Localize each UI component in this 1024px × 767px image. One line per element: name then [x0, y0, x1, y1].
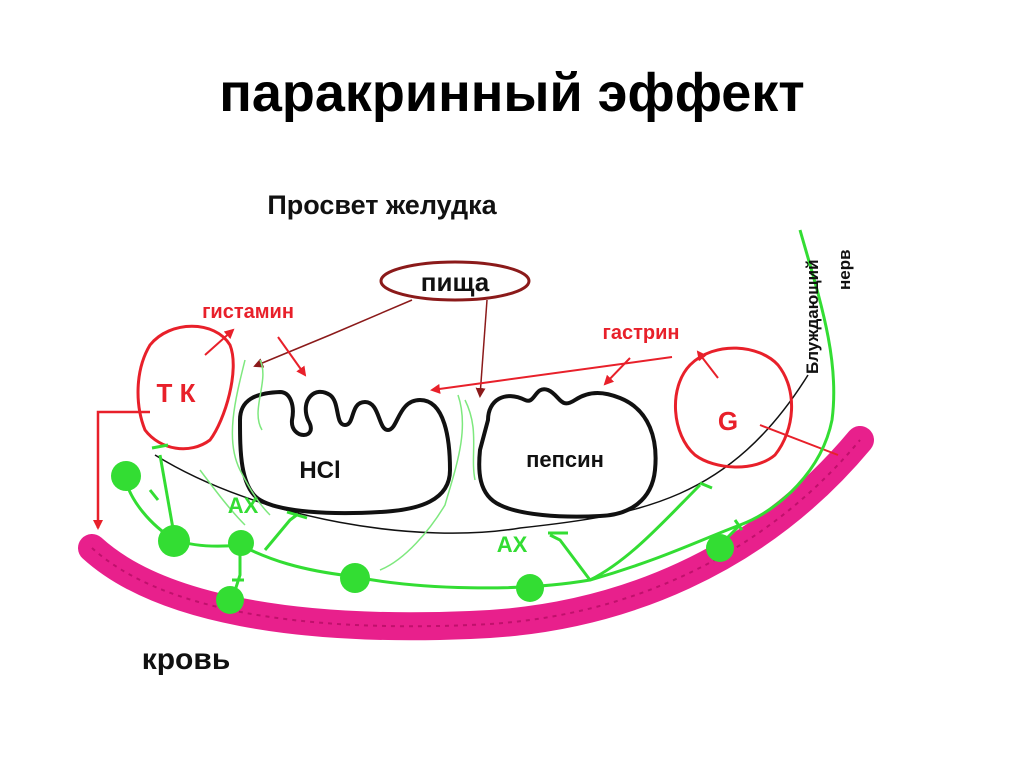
gastrin-arrow-long — [432, 357, 672, 390]
vagus-label-line2: нерв — [835, 249, 854, 290]
food-label: пища — [421, 267, 490, 297]
histamine-label: гистамин — [202, 301, 294, 323]
ach-label-right: АХ — [497, 532, 528, 557]
blood-label: кровь — [142, 643, 231, 676]
hcl-cell — [240, 392, 450, 513]
gastrin-arrow-out — [698, 352, 718, 378]
pepsin-cell-label: пепсин — [526, 447, 604, 472]
hcl-cell-label: HCl — [299, 457, 340, 484]
g-cell-label: G — [718, 406, 738, 436]
neuron-body — [228, 530, 254, 556]
tk-cell-label: Т К — [157, 378, 196, 408]
histamine-arrow-parietal — [278, 337, 305, 375]
vagus-label-line1: Блуждающий — [803, 259, 822, 374]
neuron-body — [158, 525, 190, 557]
ach-label-left: АХ — [228, 493, 259, 518]
neuron-body — [706, 534, 734, 562]
gastrin-arrow-short — [605, 358, 630, 384]
lumen-label: Просвет желудка — [267, 190, 497, 220]
neuron-body — [516, 574, 544, 602]
neuron-body — [111, 461, 141, 491]
neuron-body — [216, 586, 244, 614]
gastrin-label: гастрин — [603, 322, 680, 344]
neuron-body — [340, 563, 370, 593]
